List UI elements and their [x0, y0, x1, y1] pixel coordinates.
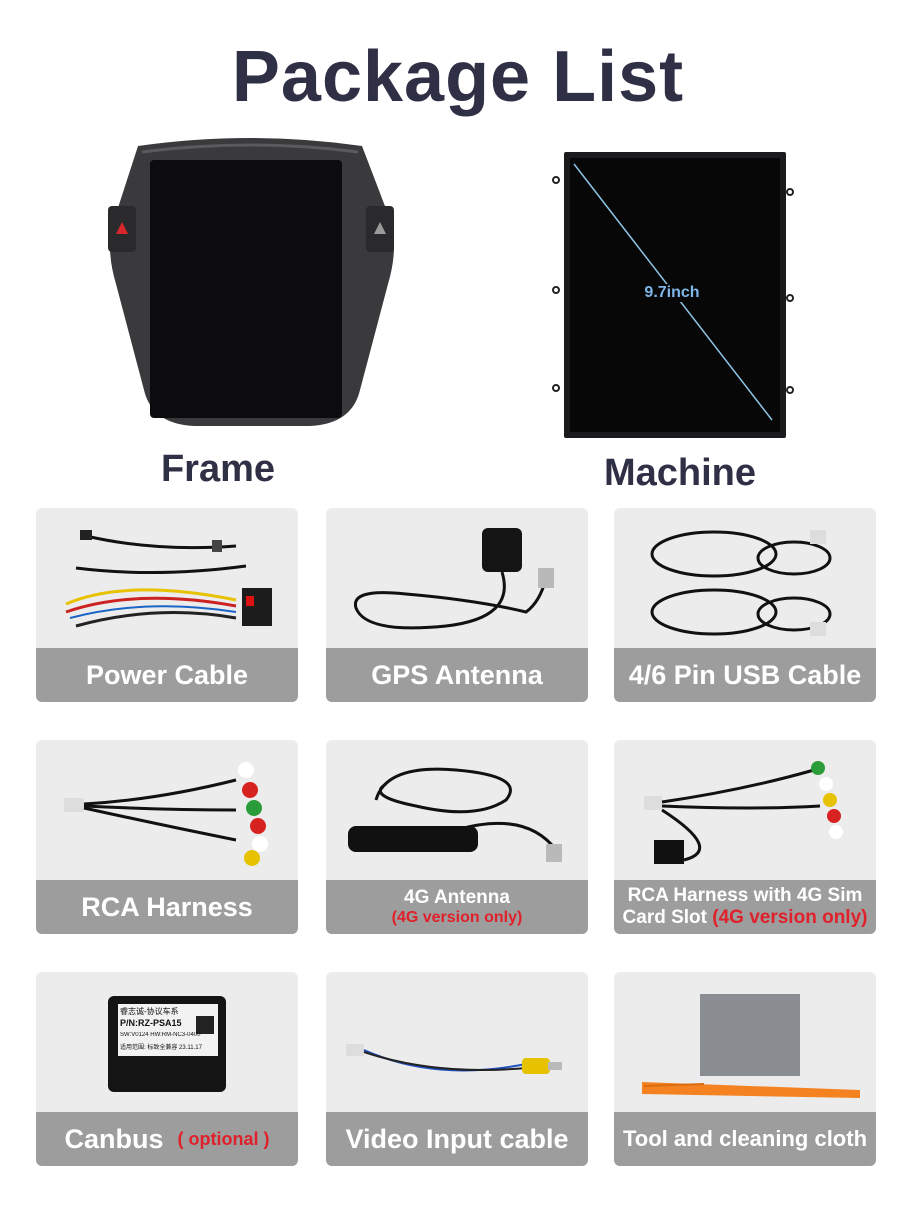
machine-size-label: 9.7inch: [630, 284, 714, 302]
usb-cable-image: [650, 530, 832, 636]
rca-harness-4g-label-line1: RCA Harness with 4G Sim: [627, 885, 863, 906]
video-input-cable-image: [346, 1044, 562, 1074]
video-input-cable-label: Video Input cable: [345, 1123, 569, 1154]
4g-antenna-label: 4G Antenna: [404, 887, 510, 908]
item-card-rca-harness-4g: RCA Harness with 4G Sim Card Slot (4G ve…: [614, 740, 876, 934]
rca-harness-image: [64, 762, 268, 866]
item-card-gps-antenna: GPS Antenna: [326, 508, 588, 702]
usb-cable-label: 4/6 Pin USB Cable: [628, 659, 862, 690]
frame-image: [108, 138, 394, 426]
frame-caption: Frame: [160, 448, 276, 490]
power-cable-image: [65, 530, 272, 628]
tool-cloth-label: Tool and cleaning cloth: [622, 1126, 868, 1151]
video-input-cable-label-band: Video Input cable: [326, 1112, 588, 1166]
canbus-image: [108, 996, 226, 1092]
canbus-sticker-line2: P/N:RZ-PSA15: [120, 1018, 182, 1028]
canbus-label-band: Canbus ( optional ): [36, 1112, 298, 1166]
canbus-note: ( optional ): [177, 1128, 270, 1149]
item-card-4g-antenna: 4G Antenna (4G version only): [326, 740, 588, 934]
power-cable-label-band: Power Cable: [36, 648, 298, 702]
4g-antenna-note: (4G version only): [391, 909, 523, 926]
machine-caption: Machine: [603, 452, 757, 494]
item-card-usb-cable: 4/6 Pin USB Cable: [614, 508, 876, 702]
gps-antenna-label: GPS Antenna: [371, 659, 543, 690]
rca-harness-4g-label-line2-row: Card Slot (4G version only): [623, 907, 868, 929]
rca-harness-4g-note: (4G version only): [712, 907, 868, 928]
canbus-label: Canbus: [64, 1123, 164, 1154]
usb-cable-label-band: 4/6 Pin USB Cable: [614, 648, 876, 702]
item-card-canbus: 睿志诚-协议车系 P/N:RZ-PSA15 SW:V0124 HW:RM-NC3…: [36, 972, 298, 1166]
rca-harness-4g-label-line2: Card Slot: [622, 907, 707, 928]
4g-antenna-image: [348, 767, 562, 862]
canbus-sticker-line3: SW:V0124 HW:RM-NC3-0400: [120, 1032, 201, 1038]
page-title: Package List: [231, 37, 685, 117]
item-card-video-input-cable: Video Input cable: [326, 972, 588, 1166]
rca-harness-label-band: RCA Harness: [36, 880, 298, 934]
item-card-rca-harness: RCA Harness: [36, 740, 298, 934]
item-card-power-cable: Power Cable: [36, 508, 298, 702]
power-cable-label: Power Cable: [85, 659, 249, 690]
canbus-sticker-line1: 睿志诚-协议车系: [120, 1007, 179, 1016]
rca-harness-label: RCA Harness: [81, 891, 253, 922]
gps-antenna-image: [353, 528, 554, 630]
rca-harness-4g-image: [644, 761, 843, 864]
tool-cloth-label-band: Tool and cleaning cloth: [614, 1112, 876, 1166]
4g-antenna-label-band: 4G Antenna (4G version only): [326, 880, 588, 934]
item-card-tool-cloth: Tool and cleaning cloth: [614, 972, 876, 1166]
gps-antenna-label-band: GPS Antenna: [326, 648, 588, 702]
canbus-sticker-line4: 适用范围: 标致全兼容 23.11.17: [120, 1045, 202, 1051]
rca-harness-4g-label-band: RCA Harness with 4G Sim Card Slot (4G ve…: [614, 880, 876, 934]
tool-cloth-image: [642, 994, 860, 1098]
